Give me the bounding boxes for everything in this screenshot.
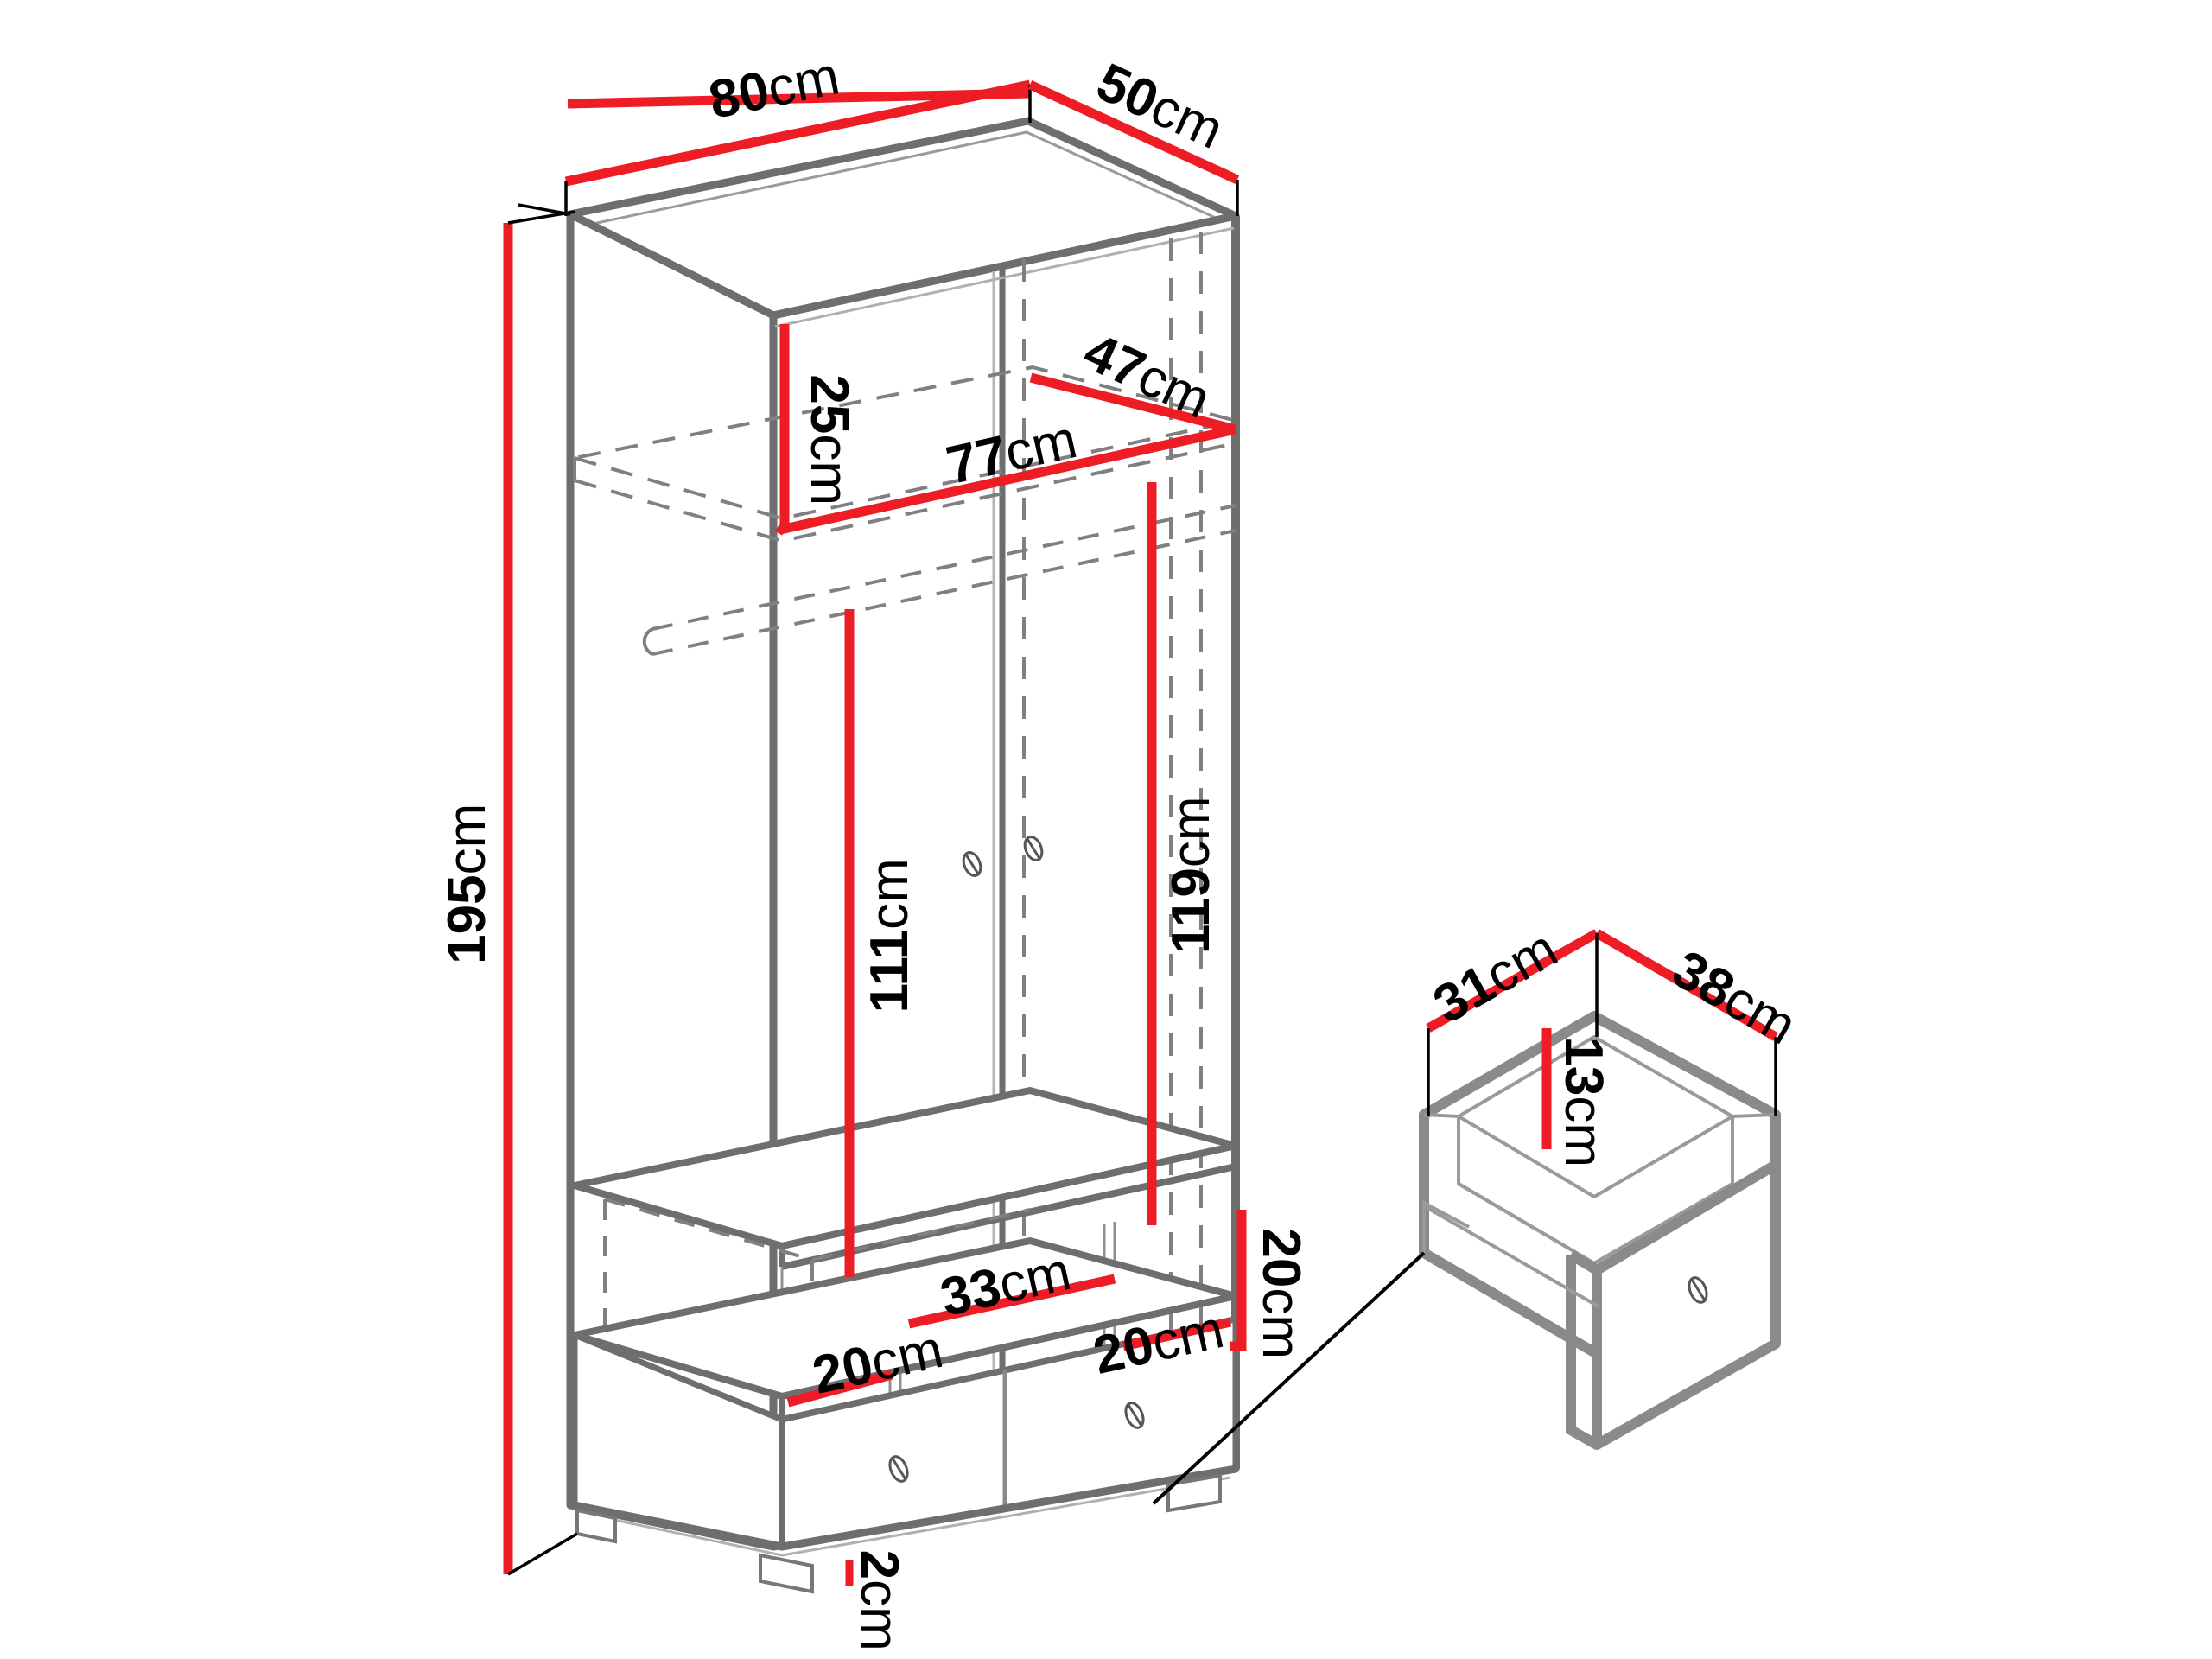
label-height-195: 195cm (437, 699, 497, 1098)
dim-red-20-right (1122, 1317, 1232, 1351)
upper-shelf-top-face (574, 365, 1236, 521)
hanging-rail-cap (642, 627, 653, 656)
drawer-handle-left-icon[interactable] (887, 1454, 911, 1484)
label-width-80: 80cm (573, 26, 946, 158)
ext-line-195-top (507, 210, 575, 225)
label-hanging-111: 111cm (860, 754, 919, 1147)
hanging-rail-top (652, 504, 1236, 631)
dim-red-33 (907, 1274, 1116, 1329)
drawer-detail-handle-icon[interactable] (1686, 1275, 1710, 1306)
hanging-rail-bottom (652, 529, 1236, 656)
top-panel-inner-edge (580, 130, 1228, 228)
dim-red-77 (779, 424, 1237, 535)
base-bottom-edge (574, 1465, 1236, 1551)
dim-red-31 (1426, 929, 1599, 1033)
label-bay-left-20: 20cm (677, 1297, 1050, 1434)
dim-red-20-left (786, 1370, 893, 1408)
drawer-detail-body (1419, 1011, 1781, 1450)
dim-red-20-vertical (1230, 1210, 1247, 1351)
drawer-handle-right-icon[interactable] (1122, 1401, 1147, 1431)
base-bottom-inner (585, 1476, 1231, 1557)
foot-front-left (759, 1553, 814, 1594)
hanging-rail (642, 504, 1236, 656)
ext-line-195-bottom (507, 1532, 578, 1576)
label-bay-height-20: 20cm (1251, 1094, 1311, 1463)
upper-shelf (573, 365, 1236, 543)
dimension-lines-wardrobe (503, 79, 1247, 1586)
label-top-25: 25cm (799, 240, 859, 609)
drawer-left-band (1422, 1199, 1470, 1253)
label-drawer-13: 13cm (1554, 902, 1613, 1271)
label-hanging-119: 119cm (1161, 692, 1221, 1088)
drawer-front-side-edge (1566, 1255, 1599, 1450)
dim-line-width-80 (567, 88, 1031, 109)
dim-red-80 (564, 79, 1032, 187)
foot-back-left (575, 1508, 617, 1544)
drawer-rim-right (1732, 1113, 1777, 1118)
foot-front-right (1166, 1473, 1222, 1513)
drawer-left-face-line (1427, 1206, 1599, 1308)
dimension-lines-drawer (1426, 929, 1778, 1149)
label-foot-2: 2cm (849, 1416, 909, 1659)
top-inner-line (774, 226, 1235, 328)
dim-red-38 (1594, 929, 1778, 1041)
label-lower-shelf-33: 33cm (804, 1219, 1178, 1357)
dim-red-50 (1027, 80, 1240, 184)
handle-right-door-icon[interactable] (1021, 835, 1045, 863)
door-handle-group-upper (960, 835, 1045, 879)
dim-red-47 (1029, 372, 1237, 435)
base-and-feet (574, 1465, 1236, 1594)
lower-shelf-front-edge (781, 1142, 1236, 1249)
lower-shelf-section (571, 1087, 1239, 1423)
leader-line-drawer-detail (1152, 1251, 1426, 1505)
handle-left-door-icon[interactable] (960, 850, 983, 879)
